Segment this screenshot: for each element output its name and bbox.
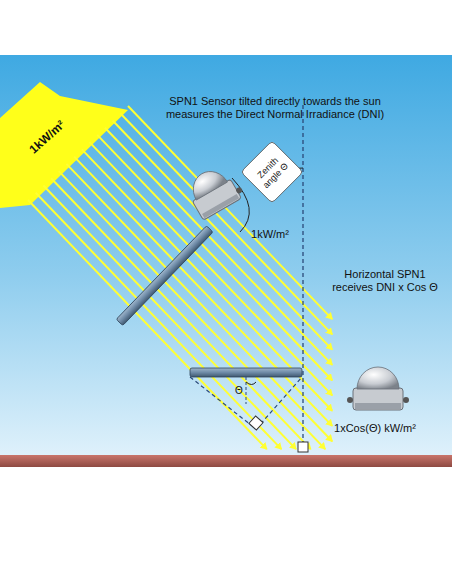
horizontal-note: Horizontal SPN1 receives DNI x Cos Θ: [330, 268, 440, 294]
sensor-reading: 1xCos(Θ) kW/m²: [320, 422, 430, 435]
right-angle-mark: [249, 416, 263, 430]
sun-ray: [105, 128, 332, 365]
sun-ray: [120, 113, 332, 334]
projection-triangle: [190, 377, 302, 429]
sun-rays: [28, 106, 332, 449]
zenith-line: [302, 105, 303, 452]
sun-ray: [28, 200, 267, 449]
sky-panel: [0, 55, 452, 457]
ground-strip: [0, 455, 452, 467]
sun-ray: [90, 142, 333, 395]
sun-ray: [97, 135, 332, 380]
right-angle-mark: [298, 442, 308, 452]
normal-line: [246, 377, 247, 404]
spn1-sensor-tilted: [183, 160, 246, 220]
sun-ray: [59, 171, 325, 449]
label-box: [241, 141, 303, 203]
sun-ray: [36, 193, 282, 449]
sun-ray: [113, 120, 333, 349]
spn1-sensor-horizontal: [347, 367, 409, 410]
sunlight-block: [0, 82, 128, 208]
angle-arc: [246, 382, 256, 385]
tilted-sensor-plate: [116, 226, 213, 326]
horizontal-sensor-plate: [190, 368, 302, 377]
sun-ray: [74, 157, 332, 426]
sensor-reading: 1kW/m²: [240, 228, 300, 241]
title-note: SPN1 Sensor tilted directly towards the …: [160, 95, 390, 121]
angle-symbol: Θ: [233, 385, 245, 397]
sun-ray: [66, 164, 332, 441]
sun-ray: [51, 178, 311, 449]
